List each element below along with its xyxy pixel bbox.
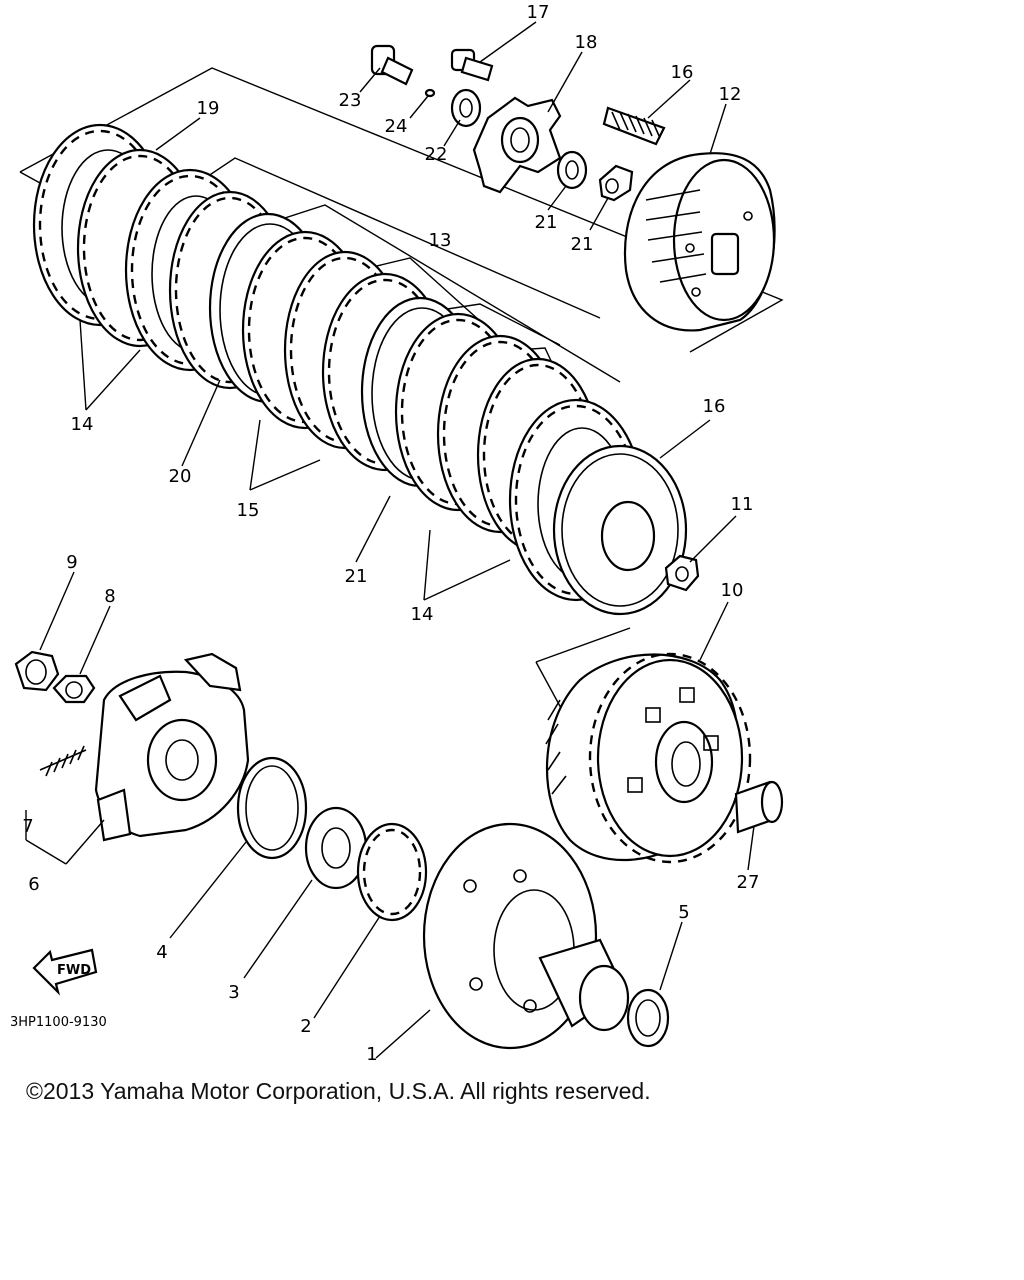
leader-lines <box>25 21 755 1059</box>
o-ring-26[interactable] <box>424 88 436 98</box>
washer-5[interactable] <box>626 988 670 1048</box>
callout-labels: 17 18 16 12 23 24 22 21 21 19 13 14 20 1… <box>22 2 759 1060</box>
callout-17: 16 <box>671 62 694 83</box>
callout-16: 16 <box>703 396 726 417</box>
callout-9: 9 <box>66 552 77 573</box>
clutch-carrier-1[interactable] <box>422 822 630 1050</box>
pressure-plate-19[interactable] <box>472 96 562 194</box>
clutch-boss-12[interactable] <box>623 152 776 332</box>
callout-23: 21 <box>535 212 558 233</box>
callout-11: 11 <box>731 494 754 515</box>
clutch-exploded-diagram: FWD 3HP1100-9130 <box>10 2 784 1060</box>
spacer-27[interactable] <box>734 780 784 834</box>
circlip-11[interactable] <box>664 554 700 592</box>
callout-13: 13 <box>429 230 452 251</box>
collar-23[interactable] <box>556 150 588 190</box>
fwd-arrow-icon: FWD <box>32 948 98 996</box>
callout-25: 23 <box>339 90 362 111</box>
lock-washer-8[interactable] <box>52 674 96 704</box>
bearing-3[interactable] <box>304 806 368 890</box>
clutch-plate-stack[interactable] <box>32 123 644 602</box>
one-way-clutch-2[interactable] <box>356 822 428 922</box>
callout-10: 10 <box>721 580 744 601</box>
spring-7[interactable] <box>39 745 87 777</box>
screw-18[interactable] <box>450 48 494 82</box>
pressure-plate-16[interactable] <box>552 444 688 616</box>
nut-9[interactable] <box>14 650 60 692</box>
bolt-25[interactable] <box>370 44 414 86</box>
callout-22: 21 <box>571 234 594 255</box>
callout-8: 8 <box>104 586 115 607</box>
shim-4[interactable] <box>236 756 308 860</box>
callout-24: 22 <box>425 144 448 165</box>
centrifugal-clutch-6[interactable] <box>94 652 250 842</box>
callout-26: 24 <box>385 116 408 137</box>
lock-washer-22[interactable] <box>598 164 634 202</box>
callout-27: 27 <box>737 872 760 893</box>
copyright-notice: ©2013 Yamaha Motor Corporation, U.S.A. A… <box>26 1078 651 1104</box>
callout-18: 17 <box>527 2 550 23</box>
callout-12: 12 <box>719 84 742 105</box>
callout-3: 3 <box>228 982 239 1003</box>
fwd-label: FWD <box>57 963 91 978</box>
bearing-24[interactable] <box>450 88 482 128</box>
callout-4: 4 <box>156 942 167 963</box>
callout-21-upper: 20 <box>169 466 192 487</box>
callout-5: 5 <box>678 902 689 923</box>
callout-21-lower: 21 <box>345 566 368 587</box>
spring-17[interactable] <box>602 106 666 146</box>
figure-code: 3HP1100-9130 <box>10 1015 107 1030</box>
clutch-housing-10[interactable] <box>545 652 752 864</box>
callout-2: 2 <box>300 1016 311 1037</box>
callout-15: 15 <box>237 500 260 521</box>
callout-14-upper: 14 <box>71 414 94 435</box>
callout-14-lower: 14 <box>411 604 434 625</box>
callout-6: 6 <box>28 874 39 895</box>
callout-20: 19 <box>197 98 220 119</box>
callout-19: 18 <box>575 32 598 53</box>
callout-7: 7 <box>22 816 33 837</box>
callout-1: 1 <box>366 1044 377 1060</box>
